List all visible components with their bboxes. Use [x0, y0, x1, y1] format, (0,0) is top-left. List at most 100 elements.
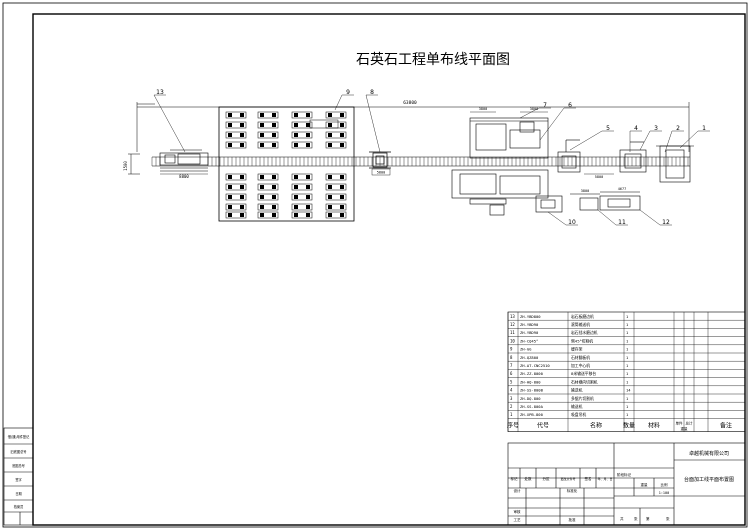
rack-cell-block: [340, 113, 344, 117]
rack-cell-block: [240, 113, 244, 117]
callout-leader: [153, 94, 186, 153]
rack-cell-block: [328, 113, 332, 117]
rack-cell-block: [228, 213, 232, 217]
left-registration-strip: [3, 427, 34, 526]
dim-8-box: [371, 168, 391, 176]
rack-cell-block: [294, 133, 298, 137]
rack-cell-block: [306, 133, 310, 137]
tb-marker: 标记: [511, 476, 519, 481]
rack-cell-block: [328, 213, 332, 217]
rack-cell-block: [340, 123, 344, 127]
rack-cell-block: [260, 185, 264, 189]
rack-cell: [257, 193, 279, 201]
bom-cell-qty: 14: [626, 388, 631, 393]
rack-cell-block: [228, 175, 232, 179]
bom-cell-qty: 1: [626, 396, 629, 401]
rack-cell: [325, 211, 347, 219]
bom-cell-code: ZH-YBD90: [520, 322, 539, 327]
main-conveyor-line: [151, 156, 690, 167]
tb-design: 设计: [514, 488, 522, 493]
rack-cell: [325, 173, 347, 181]
rack-cell-block: [260, 113, 264, 117]
callout-number: 6: [568, 102, 572, 109]
rack-cell: [291, 173, 313, 181]
callout-number: 8: [370, 89, 374, 96]
bom-cell-no: 2: [510, 404, 513, 409]
rack-cell: [225, 183, 247, 191]
stage-label: 阶段标记: [617, 472, 631, 477]
machine-5-cross-cutter: [557, 139, 581, 173]
rack-cell-block: [294, 123, 298, 127]
machine-1-suction-crane: [656, 145, 694, 183]
rack-cell-block: [228, 185, 232, 189]
left-strip-label: 底图总号: [12, 463, 25, 468]
callout-leader: [569, 130, 603, 151]
bom-header-name: 名称: [590, 422, 602, 430]
rack-cell: [291, 211, 313, 219]
rack-cell: [257, 203, 279, 211]
callout-number: 4: [634, 125, 638, 132]
rack-cell: [225, 211, 247, 219]
rack-cell: [257, 211, 279, 219]
tb-sheet-suffix: 张: [666, 516, 670, 521]
tb-sheet-of: 第: [646, 516, 650, 521]
rack-cell: [257, 183, 279, 191]
rack-cell-block: [340, 213, 344, 217]
dim-11-label: 3800: [581, 189, 589, 193]
rack-cell-block: [240, 175, 244, 179]
bom-cell-code: ZH-XPB-800: [520, 412, 544, 417]
rack-cell-block: [260, 123, 264, 127]
bom-header-remark: 备注: [720, 422, 732, 430]
rack-cell: [325, 111, 347, 119]
machine-3-multi-blade-cutter: [619, 141, 647, 173]
callout-leader: [639, 209, 661, 226]
callout-number: 13: [156, 89, 164, 96]
rack-cell-block: [228, 123, 232, 127]
rack-cell-block: [272, 133, 276, 137]
rack-cell-block: [272, 113, 276, 117]
bom-cell-code: ZH-SS-800A: [520, 404, 544, 409]
bom-cell-name: 8米输送平移台: [571, 371, 596, 376]
bom-cell-code: ZH-GG: [520, 347, 532, 352]
rack-cell-block: [272, 185, 276, 189]
rack-cell: [225, 111, 247, 119]
rack-cell-block: [306, 123, 310, 127]
callout-number: 10: [568, 219, 576, 226]
rack-cell: [325, 203, 347, 211]
rack-cell: [291, 121, 313, 129]
drawing-title: 石英石工程单布线平面图: [356, 51, 510, 68]
rack-cell-block: [306, 205, 310, 209]
rack-cell-block: [328, 143, 332, 147]
callout-number: 7: [543, 102, 547, 109]
company-name: 卓越机械有限公司: [689, 450, 729, 457]
bom-cell-code: ZH-ZZ-8000: [520, 371, 544, 376]
rack-cell-block: [306, 213, 310, 217]
bom-cell-no: 4: [510, 388, 513, 393]
bom-cell-no: 12: [510, 322, 515, 327]
rack-cell-block: [240, 133, 244, 137]
bom-cell-code: ZH-YBD90: [520, 330, 539, 335]
rack-cell: [325, 193, 347, 201]
rack-cell-block: [272, 175, 276, 179]
bom-cell-name: 输送机: [571, 388, 583, 393]
bom-cell-name: 石材横向切割机: [571, 379, 598, 384]
left-strip-label: 档案员: [14, 504, 24, 509]
tb-sheets-suffix: 张: [634, 516, 638, 521]
callout-leader: [334, 94, 343, 111]
rack-cell-block: [340, 205, 344, 209]
machine-11-grinder: [570, 193, 600, 211]
bom-cell-qty: 1: [626, 412, 629, 417]
rack-cell: [291, 183, 313, 191]
bom-cell-code: ZH-SS-800B: [520, 388, 544, 393]
rack-cell-block: [340, 175, 344, 179]
rack-cell-block: [272, 205, 276, 209]
rack-cell-block: [306, 143, 310, 147]
weight-label: 重量: [641, 482, 649, 487]
rack-cell-block: [272, 195, 276, 199]
left-strip-label: 日期: [15, 491, 21, 496]
bom-cell-no: 1: [510, 412, 513, 417]
bom-cell-qty: 1: [626, 314, 629, 319]
bom-cell-no: 3: [510, 396, 513, 401]
rack-cell-block: [340, 185, 344, 189]
